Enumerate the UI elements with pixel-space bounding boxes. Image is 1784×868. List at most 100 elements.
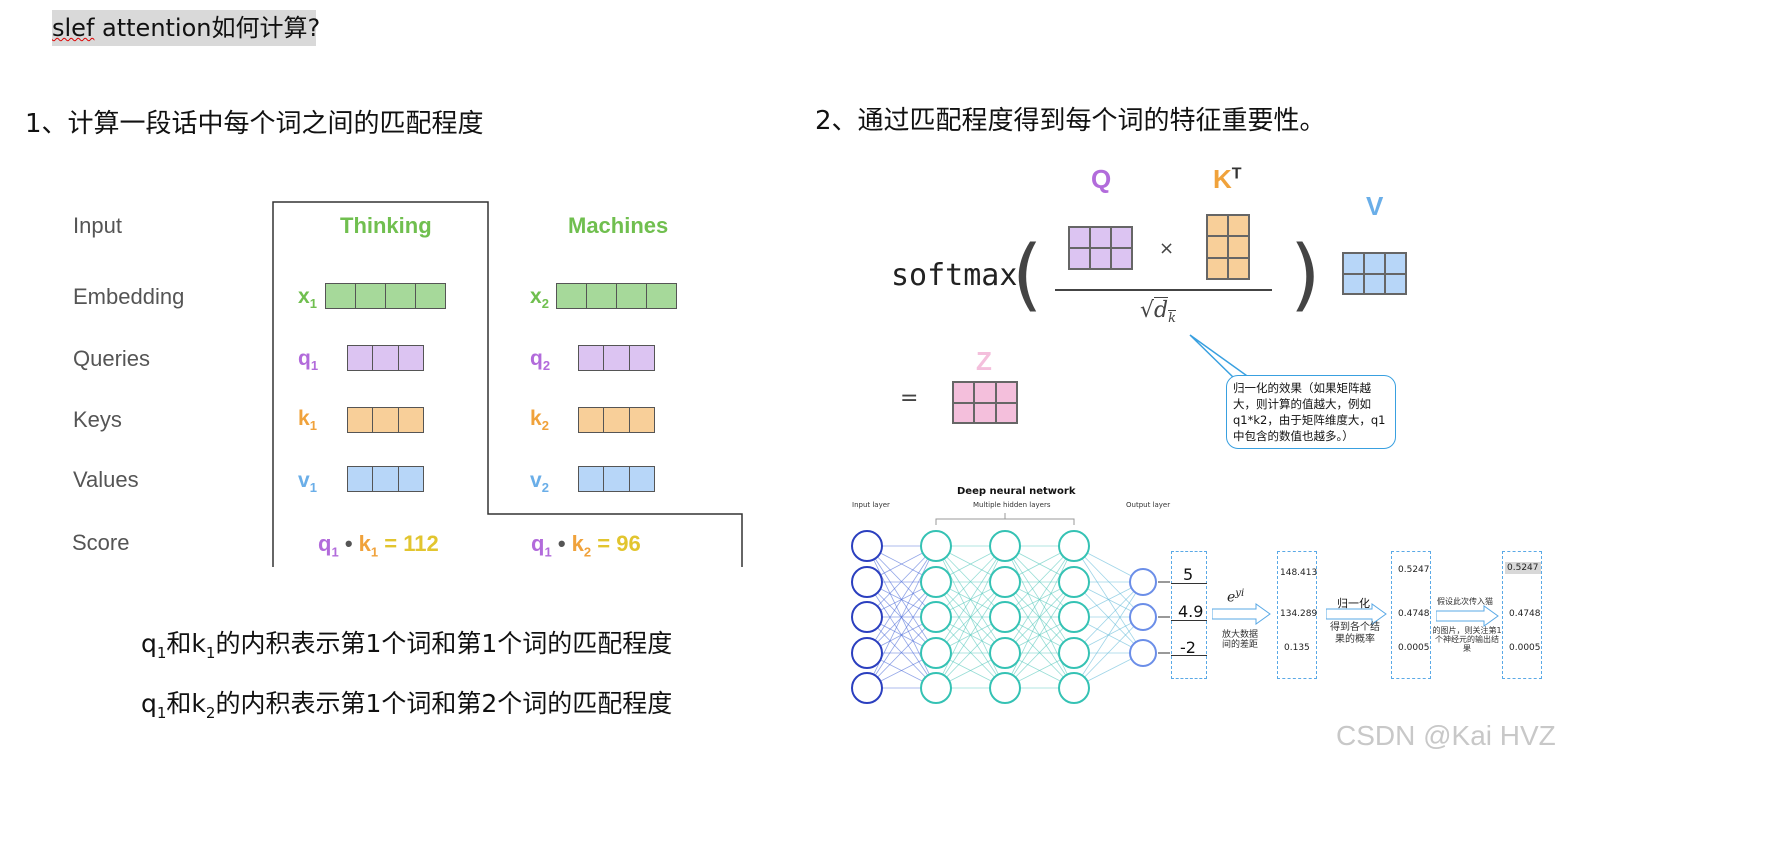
note-q1-k1: q1和k1的内积表示第1个词和第1个词的匹配程度	[141, 629, 673, 662]
neuron-hidden2	[989, 566, 1021, 598]
fraction-bar	[1055, 289, 1272, 291]
neuron-input	[851, 601, 883, 633]
final-value-1-highlighted: 0.5247	[1505, 562, 1541, 574]
network-edge	[1073, 581, 1144, 689]
neuron-hidden3	[1058, 530, 1090, 562]
var-q2: q2	[530, 347, 551, 374]
network-edge	[866, 581, 937, 689]
exp-label: eyi	[1227, 588, 1245, 606]
probabilities-box	[1391, 551, 1431, 679]
output-value-3: -2	[1180, 638, 1196, 657]
var-v2: v2	[530, 469, 549, 496]
neuron-hidden1	[920, 637, 952, 669]
var-k1: k1	[298, 407, 317, 434]
var-v1: v1	[298, 469, 317, 496]
row-label-keys: Keys	[73, 407, 122, 432]
open-paren: (	[1012, 230, 1043, 320]
network-edge	[935, 616, 1006, 689]
exp-note: 放大数据间的差距	[1221, 630, 1258, 650]
step-1-heading: 1、计算一段话中每个词之间的匹配程度	[25, 109, 484, 139]
step-2-heading: 2、通过匹配程度得到每个词的特征重要性。	[815, 106, 1326, 136]
callout-pointer	[1189, 334, 1250, 381]
network-edge	[1004, 545, 1075, 689]
value-vector-v2	[578, 466, 655, 492]
network-edge	[935, 545, 1006, 618]
network-edge	[935, 545, 1006, 654]
z-matrix-label: Z	[976, 346, 992, 376]
output-value-1: 5	[1183, 565, 1194, 584]
key-vector-k1	[347, 407, 424, 433]
close-paren: )	[1290, 230, 1321, 320]
result-note-bottom: 的图片，则关注第1个神经元的输出结果	[1432, 626, 1502, 653]
output-layer-label: Output layer	[1126, 501, 1171, 509]
neuron-hidden1	[920, 566, 952, 598]
neuron-input	[851, 530, 883, 562]
network-edge	[1073, 581, 1144, 654]
network-edge	[1073, 545, 1144, 618]
network-edge	[866, 545, 937, 689]
value-vector-v1	[347, 466, 424, 492]
network-title: Deep neural network	[957, 486, 1076, 497]
neuron-hidden2	[989, 672, 1021, 704]
row-label-values: Values	[73, 467, 139, 492]
embedding-vector-x1	[325, 283, 446, 309]
exp-value-1: 148.413	[1280, 568, 1318, 578]
kt-matrix	[1206, 214, 1250, 280]
normalize-label: 归一化	[1337, 597, 1370, 610]
var-x1: x1	[298, 285, 317, 312]
neuron-hidden1	[920, 672, 952, 704]
v-matrix	[1342, 252, 1407, 295]
page-title: slef attention如何计算?	[52, 10, 320, 46]
neuron-input	[851, 566, 883, 598]
neuron-hidden2	[989, 530, 1021, 562]
score-q1-k1: q1 • k1 = 112	[318, 531, 439, 560]
network-edge	[1073, 616, 1144, 689]
softmax-label: softmax	[891, 258, 1018, 293]
query-vector-q1	[347, 345, 424, 371]
query-vector-q2	[578, 345, 655, 371]
prob-value-2: 0.4748	[1398, 609, 1430, 619]
equals-sign: =	[900, 386, 919, 411]
exp-value-2: 134.289	[1280, 609, 1318, 619]
neuron-input	[851, 672, 883, 704]
output-values-box	[1171, 551, 1207, 679]
times-sign: ×	[1159, 238, 1175, 259]
network-edge	[935, 581, 1006, 689]
row-label-embedding: Embedding	[73, 284, 185, 309]
kt-matrix-label: KT	[1213, 164, 1242, 194]
arrow-1	[1212, 603, 1271, 625]
normalize-note: 得到各个结果的概率	[1330, 622, 1380, 645]
neuron-hidden2	[989, 601, 1021, 633]
neuron-hidden2	[989, 637, 1021, 669]
hidden-layers-bracket	[935, 513, 1075, 525]
network-edge	[1004, 616, 1075, 689]
var-x2: x2	[530, 285, 549, 312]
neuron-hidden3	[1058, 566, 1090, 598]
var-k2: k2	[530, 407, 549, 434]
row-label-input: Input	[73, 213, 122, 238]
neuron-hidden3	[1058, 672, 1090, 704]
normalization-callout: 归一化的效果（如果矩阵越大，则计算的值越大，例如q1*k2，由于矩阵维度大，q1…	[1226, 375, 1396, 449]
input-layer-label: Input layer	[852, 501, 890, 509]
v-matrix-label: V	[1366, 191, 1384, 221]
neuron-input	[851, 637, 883, 669]
embedding-vector-x2	[556, 283, 677, 309]
note-q1-k2: q1和k2的内积表示第1个词和第2个词的匹配程度	[141, 689, 673, 722]
q-matrix-label: Q	[1091, 164, 1112, 194]
result-note-top: 假设此次传入猫	[1437, 597, 1493, 606]
arrow-3	[1436, 605, 1499, 627]
prob-value-1: 0.5247	[1398, 565, 1430, 575]
exp-value-3: 0.135	[1284, 643, 1310, 653]
neuron-hidden1	[920, 530, 952, 562]
key-vector-k2	[578, 407, 655, 433]
q-matrix	[1068, 226, 1133, 270]
var-q1: q1	[298, 347, 319, 374]
neuron-output	[1129, 568, 1157, 596]
network-edge	[935, 545, 1006, 689]
final-values-box	[1502, 551, 1542, 679]
arrow-2	[1326, 603, 1387, 625]
output-value-2: 4.9	[1178, 602, 1204, 621]
watermark: CSDN @Kai HVZ	[1336, 720, 1556, 751]
word-thinking: Thinking	[340, 213, 432, 238]
neuron-hidden1	[920, 601, 952, 633]
